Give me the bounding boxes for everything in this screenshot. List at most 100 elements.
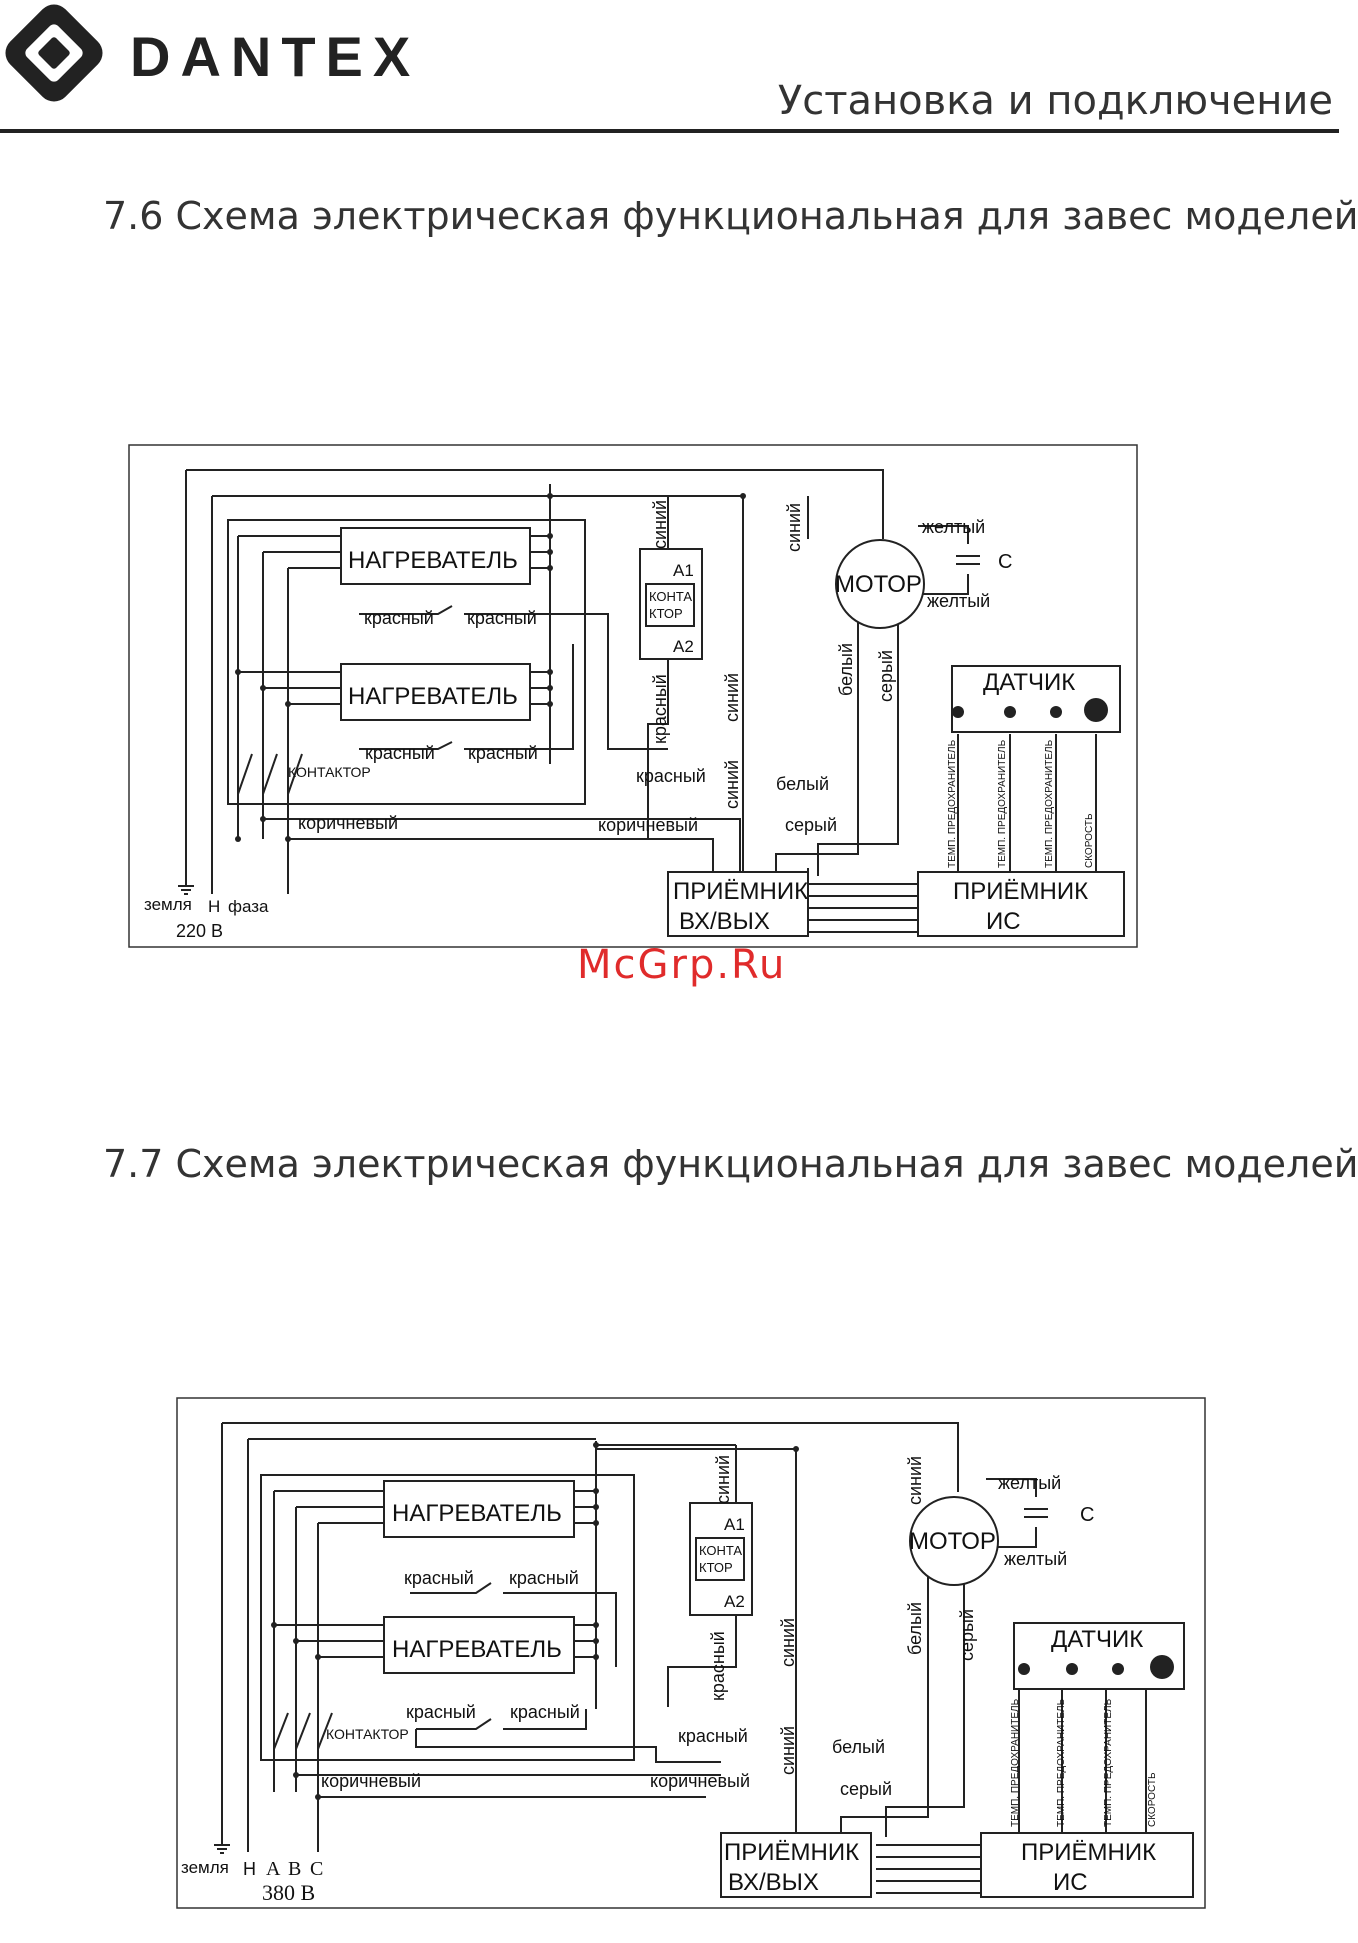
contactor-a1: A1 — [724, 1515, 745, 1534]
wire-label-yellow-2: желтый — [927, 591, 990, 611]
receiver-io — [667, 871, 809, 937]
motor — [909, 1496, 999, 1586]
wire-label-red-2: красный — [467, 608, 537, 628]
receiver-io-label-2: ВХ/ВЫХ — [679, 908, 770, 935]
contactor-a1: A1 — [673, 561, 694, 580]
wire-label-brown-2: коричневый — [650, 1771, 750, 1791]
wire-label-blue-3: синий — [778, 1618, 798, 1667]
sensor-pin-3: ТЕМП. ПРЕДОХРАНИТЕЛЬ — [1044, 739, 1055, 868]
wiring — [222, 1422, 1147, 1894]
receiver-io-label-1: ПРИЁМНИК — [724, 1839, 859, 1866]
receiver-io — [720, 1832, 872, 1898]
sensor-pin-1: ТЕМП. ПРЕДОХРАНИТЕЛЬ — [947, 739, 958, 868]
contactor-label-1: КОНТА — [649, 589, 692, 604]
supply-phase-b: B — [288, 1858, 301, 1880]
wiring-diagram-7-6: НАГРЕВАТЕЛЬ НАГРЕВАТЕЛЬ A1 КОНТА КТОР A2… — [128, 444, 1138, 948]
wire-label-blue-2: синий — [784, 503, 804, 552]
wire-label-brown-1: коричневый — [321, 1771, 421, 1791]
contactor-small-label: КОНТАКТОР — [326, 1726, 409, 1742]
sensor-pin-2: ТЕМП. ПРЕДОХРАНИТЕЛЬ — [1056, 1698, 1067, 1827]
supply-neutral: Н — [243, 1859, 256, 1879]
ground-icon — [214, 1423, 230, 1854]
motor — [835, 539, 925, 629]
section-title-7-6: 7.6 Схема электрическая функциональная д… — [103, 194, 1358, 238]
receiver-ir-label-2: ИС — [986, 908, 1021, 935]
sensor — [1013, 1622, 1185, 1690]
supply-neutral: Н — [208, 897, 220, 916]
wire-label-red-3: красный — [406, 1702, 476, 1722]
heater-2 — [340, 663, 531, 721]
wire-label-yellow-1: желтый — [998, 1473, 1061, 1493]
sensor-pin-4: СКОРОСТЬ — [1147, 1772, 1158, 1827]
wire-label-white: белый — [832, 1737, 885, 1757]
wire-label-red-1: красный — [404, 1568, 474, 1588]
receiver-ir — [980, 1832, 1194, 1898]
brand-name: DANTEX — [130, 25, 420, 88]
header-divider — [0, 129, 1339, 133]
wire-label-grey: серый — [785, 815, 837, 835]
wire-label-red-vert: красный — [650, 674, 670, 744]
sensor-label: ДАТЧИК — [1051, 1626, 1143, 1653]
junction-dots — [235, 493, 746, 842]
supply-voltage: 220 В — [176, 921, 223, 941]
contactor-small-label: КОНТАКТОР — [288, 764, 371, 780]
wire-label-red-5: красный — [678, 1726, 748, 1746]
wire-label-red-3: красный — [365, 743, 435, 763]
wire-label-red-5: красный — [636, 766, 706, 786]
supply-voltage: 380 В — [262, 1880, 315, 1905]
capacitor-label: C — [1080, 1504, 1094, 1526]
sensor-pin-1: ТЕМП. ПРЕДОХРАНИТЕЛЬ — [1010, 1698, 1021, 1827]
logo-mark-icon — [5, 4, 103, 102]
motor-label: МОТОР — [909, 1528, 996, 1555]
heater-2-label: НАГРЕВАТЕЛЬ — [392, 1636, 562, 1663]
supply-ground: земля — [181, 1858, 229, 1877]
heater-1 — [383, 1480, 575, 1538]
wire-label-yellow-2: желтый — [1004, 1549, 1067, 1569]
heater-1-label: НАГРЕВАТЕЛЬ — [348, 547, 518, 574]
contactor-a2: A2 — [724, 1592, 745, 1611]
motor-label: МОТОР — [835, 571, 922, 598]
supply-phase-a: A — [266, 1858, 281, 1880]
ground-icon — [178, 470, 194, 895]
wire-label-blue-1: синий — [650, 500, 670, 549]
wire-label-grey-vert: серый — [957, 1609, 977, 1661]
heater-2-label: НАГРЕВАТЕЛЬ — [348, 683, 518, 710]
junction-dots — [271, 1442, 799, 1800]
contactor-a2: A2 — [673, 637, 694, 656]
receiver-io-label-1: ПРИЁМНИК — [673, 878, 808, 905]
heater-1-label: НАГРЕВАТЕЛЬ — [392, 1500, 562, 1527]
contactor-label-2: КТОР — [699, 1560, 733, 1575]
heater-2 — [383, 1616, 575, 1674]
wire-label-white: белый — [776, 774, 829, 794]
sensor-pin-4: СКОРОСТЬ — [1084, 813, 1095, 868]
section-title-7-7: 7.7 Схема электрическая функциональная д… — [103, 1142, 1358, 1186]
supply-phase: фаза — [228, 897, 269, 916]
wire-label-red-vert: красный — [708, 1631, 728, 1701]
sensor-pin-3: ТЕМП. ПРЕДОХРАНИТЕЛЬ — [1103, 1698, 1114, 1827]
section-header: Установка и подключение — [777, 78, 1333, 124]
wire-label-grey: серый — [840, 1779, 892, 1799]
wire-label-blue-4: синий — [778, 1726, 798, 1775]
receiver-ir — [917, 871, 1125, 937]
wire-label-blue-2: синий — [905, 1456, 925, 1505]
wire-label-blue-1: синий — [713, 1455, 733, 1504]
diagram-frame — [176, 1397, 1206, 1909]
wire-label-brown-1: коричневый — [298, 813, 398, 833]
receiver-ir-label-2: ИС — [1053, 1869, 1088, 1896]
wire-label-brown-2: коричневый — [598, 815, 698, 835]
wire-label-red-1: красный — [364, 608, 434, 628]
wire-label-white-vert: белый — [836, 643, 856, 696]
receiver-ir-label-1: ПРИЁМНИК — [953, 878, 1088, 905]
diagram-frame — [128, 444, 1138, 948]
wire-label-grey-vert: серый — [876, 650, 896, 702]
contactor-label-1: КОНТА — [699, 1543, 742, 1558]
supply-ground: земля — [144, 895, 192, 914]
watermark: McGrp.Ru — [577, 942, 787, 988]
receiver-io-label-2: ВХ/ВЫХ — [728, 1869, 819, 1896]
wire-label-blue-3: синий — [722, 673, 742, 722]
capacitor-label: C — [998, 551, 1012, 573]
receiver-ir-label-1: ПРИЁМНИК — [1021, 1839, 1156, 1866]
sensor-label: ДАТЧИК — [983, 669, 1075, 696]
wiring — [186, 469, 1097, 933]
wire-label-red-4: красный — [468, 743, 538, 763]
